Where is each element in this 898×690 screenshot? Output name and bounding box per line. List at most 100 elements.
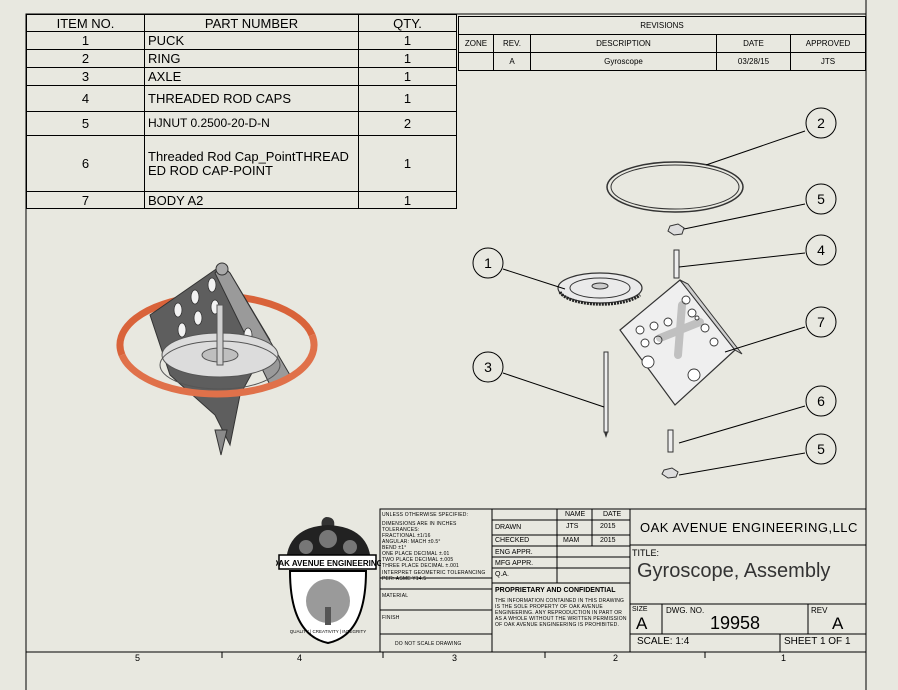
oak-tree-icon — [306, 579, 350, 623]
checked-name: MAM — [563, 537, 580, 544]
bom-qty: 1 — [358, 135, 457, 192]
bom-header-item: ITEM NO. — [26, 14, 145, 32]
part-axle-tip — [604, 432, 608, 438]
zone-label-3: 3 — [452, 653, 458, 663]
table-row: 1 PUCK 1 — [26, 31, 457, 50]
bom-part: BODY A2 — [144, 191, 359, 209]
interpret-text: INTERPRET GEOMETRIC TOLERANCING PER: ASM… — [382, 570, 486, 582]
oak-trunk-icon — [325, 607, 331, 625]
size-label: SIZE — [632, 606, 648, 613]
eng-appr-label: ENG APPR. — [495, 549, 533, 556]
part-body-cross — [656, 301, 704, 359]
top-nut — [215, 262, 229, 276]
exploded-view — [557, 161, 744, 479]
balloon-label: 1 — [484, 255, 492, 271]
proprietary-title: PROPRIETARY AND CONFIDENTIAL — [495, 587, 616, 594]
drawn-date: 2015 — [600, 523, 616, 530]
drawn-label: DRAWN — [495, 524, 522, 531]
tolerance-line: TOLERANCES: — [382, 527, 420, 533]
dwg-no-label: DWG. NO. — [666, 606, 705, 615]
rev-label: REV — [811, 606, 828, 615]
checked-date: 2015 — [600, 537, 616, 544]
table-row: 2 RING 1 — [26, 49, 457, 68]
acorn-stem-icon — [321, 517, 335, 527]
balloon-label: 6 — [817, 393, 825, 409]
bom-item: 4 — [26, 85, 145, 112]
balloon-label: 5 — [817, 191, 825, 207]
bom-part: HJNUT 0.2500-20-D-N — [144, 111, 359, 136]
col-name-header: NAME — [565, 511, 586, 518]
title-label: TITLE: — [632, 548, 660, 558]
drawing-title: Gyroscope, Assembly — [637, 560, 831, 582]
bom-item: 6 — [26, 135, 145, 192]
table-row: 3 AXLE 1 — [26, 67, 457, 86]
ring-front — [118, 333, 318, 398]
balloon-label: 3 — [484, 359, 492, 375]
size-value: A — [636, 614, 648, 633]
logo-banner — [278, 554, 377, 570]
bom-qty: 1 — [358, 85, 457, 112]
tolerance-line: FRACTIONAL ±1/16 — [382, 533, 431, 539]
logo-motto: QUALITY | CREATIVITY | INTEGRITY — [290, 629, 367, 634]
rev-value: A — [832, 614, 844, 633]
bottom-point — [214, 429, 228, 456]
balloon-circles — [472, 107, 837, 465]
mfg-appr-label: MFG APPR. — [495, 560, 534, 567]
table-row: A Gyroscope 03/28/15 JTS — [458, 52, 866, 71]
part-body-edge — [679, 279, 743, 355]
company-name: OAK AVENUE ENGINEERING,LLC — [640, 520, 858, 535]
balloon-label: 5 — [817, 441, 825, 457]
qa-label: Q.A. — [495, 571, 510, 578]
tolerance-header: UNLESS OTHERWISE SPECIFIED: — [382, 512, 469, 518]
finish-label: FINISH — [382, 615, 400, 621]
material-label: MATERIAL — [382, 593, 409, 599]
bom-item: 5 — [26, 111, 145, 136]
rev-approved: JTS — [790, 52, 866, 71]
tolerance-line: TWO PLACE DECIMAL ±.005 — [382, 557, 454, 563]
part-rod-cap-point — [667, 429, 674, 453]
zone-label-4: 4 — [297, 653, 303, 663]
tolerance-line: ANGULAR: MACH ±0.5° — [382, 539, 441, 545]
part-nut-bottom — [661, 467, 679, 479]
axle — [216, 304, 224, 366]
col-date-header: DATE — [603, 511, 622, 518]
part-nut-top — [667, 223, 685, 236]
part-puck-knurl — [558, 291, 641, 306]
zone-label-5: 5 — [135, 653, 141, 663]
bom-header-row: ITEM NO. PART NUMBER QTY. — [26, 14, 457, 32]
balloon-label: 7 — [817, 314, 825, 330]
balloon-label: 4 — [817, 242, 825, 258]
bom-qty: 1 — [358, 191, 457, 209]
leader-lines — [502, 130, 806, 476]
gear-icon — [299, 530, 357, 554]
logo-banner-text: OAK AVENUE ENGINEERING — [276, 559, 381, 568]
bom-part: THREADED ROD CAPS — [144, 85, 359, 112]
dwg-no-value: 19958 — [710, 613, 761, 633]
table-row: 4 THREADED ROD CAPS 1 — [26, 85, 457, 112]
part-ring-inner — [610, 164, 740, 210]
balloon-label: 2 — [817, 115, 825, 131]
table-row: 6 Threaded Rod Cap_PointTHREADED ROD CAP… — [26, 135, 457, 192]
bill-of-materials-table: ITEM NO. PART NUMBER QTY. 1 PUCK 1 2 RIN… — [26, 14, 457, 209]
tolerance-line: DIMENSIONS ARE IN INCHES — [382, 521, 457, 527]
part-threaded-rod-cap — [673, 249, 680, 279]
proprietary-text: THE INFORMATION CONTAINED IN THIS DRAWIN… — [495, 598, 627, 628]
part-body-holes — [635, 295, 719, 382]
do-not-scale: DO NOT SCALE DRAWING — [395, 641, 462, 647]
tolerance-line: THREE PLACE DECIMAL ±.001 — [382, 563, 460, 569]
balloon-numbers: 2 5 4 1 7 3 6 5 — [484, 115, 825, 457]
sheet-text: SHEET 1 OF 1 — [784, 636, 851, 647]
tolerance-line: BEND ±1° — [382, 545, 407, 551]
drawn-name: JTS — [566, 523, 579, 530]
checked-label: CHECKED — [495, 537, 530, 544]
revisions-table: REVISIONS ZONE REV. DESCRIPTION DATE APP… — [458, 16, 866, 71]
bom-part: Threaded Rod Cap_PointTHREADED ROD CAP-P… — [144, 135, 359, 192]
table-row: 7 BODY A2 1 — [26, 191, 457, 209]
part-ring — [606, 161, 744, 213]
part-puck-hub — [591, 282, 609, 290]
assembled-gyroscope-view — [116, 262, 318, 456]
zone-label-1: 1 — [781, 653, 787, 663]
